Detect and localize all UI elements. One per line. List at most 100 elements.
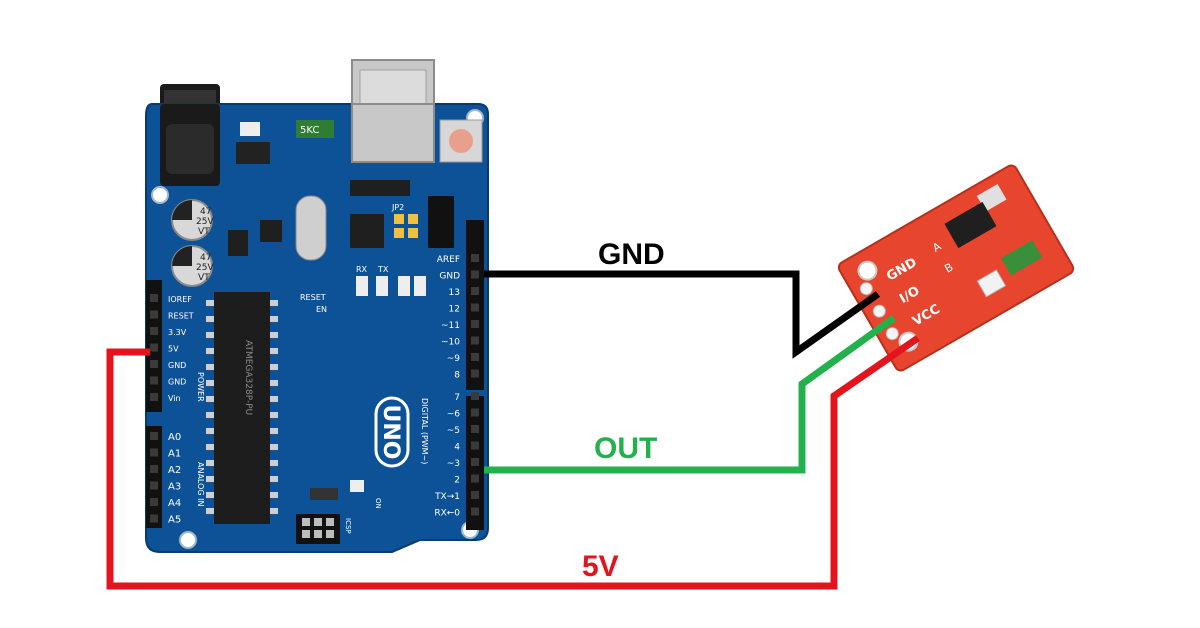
chip-text: ATMEGA328P-PU [243, 340, 253, 415]
analog-pin-label: A1 [168, 449, 181, 460]
atmega-chip [214, 292, 270, 524]
digital-pin [471, 303, 479, 312]
sensor-pin-pad [872, 304, 886, 318]
analog-pin [150, 481, 158, 490]
digital-title: DIGITAL (PWM~) [420, 398, 429, 464]
analog-pin [150, 498, 158, 506]
en-label: EN [316, 305, 327, 314]
power-pin [150, 310, 158, 319]
digital-pin-label: ~5 [447, 426, 460, 436]
digital-pin [471, 408, 479, 417]
uno-logo: UNO [374, 396, 410, 468]
digital-pin [471, 474, 479, 483]
digital-pin-label: 4 [454, 443, 460, 453]
power-pin-label: 3.3V [168, 328, 187, 337]
analog-pin [150, 448, 158, 457]
analog-pin-label: A5 [168, 515, 181, 526]
jp2-label: JP2 [391, 203, 404, 212]
power-pin [150, 393, 158, 401]
digital-pin-label: ~6 [447, 410, 461, 420]
power-pin [150, 343, 158, 352]
digital-pin [471, 270, 479, 279]
gnd-wire [484, 270, 881, 359]
rx-label: RX [356, 265, 368, 274]
power-pin [150, 294, 158, 302]
vcc-wire-label: 5V [582, 550, 619, 583]
digital-pin-label: ~11 [441, 321, 460, 331]
power-title: POWER [196, 372, 205, 402]
cap-text-1b: 25V [196, 217, 214, 227]
sensor-pin-pad [885, 327, 899, 341]
icsp-label: ICSP [344, 518, 352, 534]
usb-chip [350, 214, 384, 248]
sensor-pcb [837, 164, 1075, 372]
cap-text-2a: 47 [200, 253, 211, 263]
digital-pin [471, 336, 479, 345]
reset-label: RESET [300, 293, 326, 302]
analog-pin-label: A3 [168, 482, 181, 493]
digital-pin [471, 507, 479, 516]
cap-text-2c: VT [198, 273, 210, 283]
digital-pin-label: TX→1 [434, 492, 460, 502]
digital-pin [471, 287, 479, 295]
on-label: ON [374, 498, 382, 509]
capacitor-2: 47 25V VT [171, 245, 214, 287]
digital-pin-label: 12 [449, 305, 460, 315]
power-pin [150, 360, 158, 368]
sensor-pin-pad [859, 282, 873, 296]
vcc-wire [106, 335, 920, 590]
power-pin-label: GND [168, 378, 186, 387]
power-pin-label: Vin [168, 394, 181, 403]
digital-pin-label: GND [439, 272, 460, 282]
jp2-header [394, 214, 418, 238]
capacitor-1: 47 25V VT [171, 199, 214, 241]
analog-header [146, 426, 162, 528]
digital-pin-label: 13 [449, 288, 460, 298]
power-header-labels: IOREF RESET 3.3V 5V GND GND Vin [150, 294, 194, 403]
digital-pin-label: AREF [437, 255, 460, 265]
analog-pin [150, 465, 158, 473]
digital-pin-label: RX←0 [434, 509, 460, 519]
touch-ic [944, 201, 997, 249]
power-pin [150, 376, 158, 385]
tx-label: TX [377, 265, 389, 274]
digital-pin-label: ~10 [441, 338, 460, 348]
analog-pin [150, 514, 158, 523]
analog-title: ANALOG IN [196, 462, 205, 507]
power-pin [150, 327, 158, 335]
analog-pin-label: A0 [168, 432, 181, 443]
power-pin-label: GND [168, 361, 186, 370]
digital-header-labels: AREF GND 13 12 ~11 ~10 ~9 8 7 ~6 ~5 4 ~3 2TX→1RX←0 [434, 254, 479, 519]
polyfuse-text: 5KC [300, 125, 319, 136]
digital-pin-label: 7 [454, 393, 460, 403]
analog-pin-label: A2 [168, 465, 181, 476]
digital-pin [471, 392, 479, 400]
cap-text-1c: VT [198, 227, 210, 237]
uno-logo-text: UNO [378, 405, 403, 460]
digital-pin-label: 8 [454, 371, 460, 381]
analog-pin [150, 432, 158, 440]
digital-pin [471, 369, 479, 378]
arduino-uno-board: 47 25V VT 47 25V VT 5KC JP2 [145, 59, 489, 553]
polyfuse [296, 120, 334, 138]
power-pin-label: IOREF [168, 295, 192, 304]
digital-pin [471, 353, 479, 361]
cap-text-1a: 47 [200, 207, 211, 217]
gnd-wire-label: GND [598, 238, 665, 271]
digital-pin-label: 2 [454, 476, 460, 486]
digital-pin [471, 320, 479, 328]
out-wire [484, 315, 897, 474]
digital-pin [471, 491, 479, 499]
digital-pin-label: ~3 [447, 459, 460, 469]
power-pin-label: 5V [168, 345, 179, 354]
digital-pin [471, 254, 479, 262]
analog-pin-label: A4 [168, 498, 181, 509]
digital-pin [471, 425, 479, 433]
out-wire-label: OUT [594, 432, 657, 465]
digital-pin-label: ~9 [447, 354, 461, 364]
cap-text-2b: 25V [196, 263, 214, 273]
power-pin-label: RESET [168, 312, 194, 321]
